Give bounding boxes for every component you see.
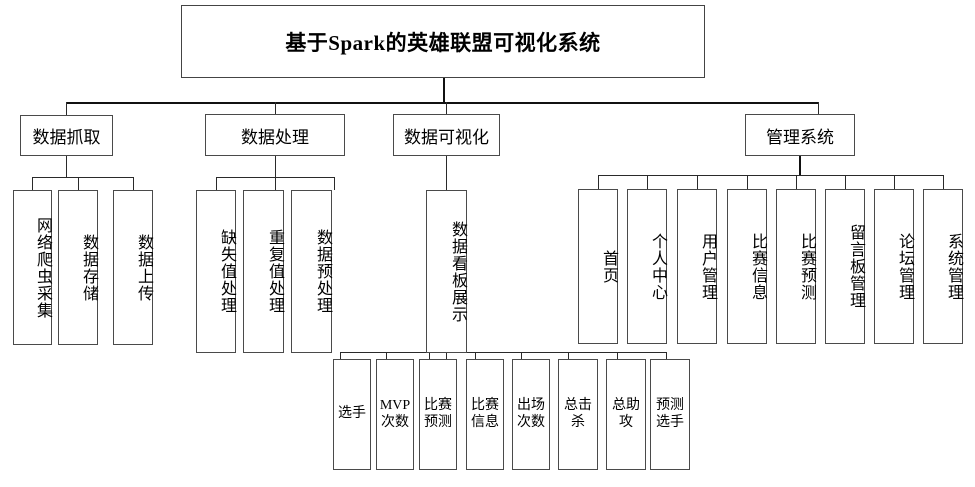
connector-capture-to-child-2 [133, 177, 134, 190]
level2-label-data-visualize: 数据可视化 [404, 127, 489, 147]
leaf-label-data-storage: 数据存储 [80, 233, 97, 302]
connector-bus-to-manage [818, 102, 819, 115]
leaf-node-predicted-player[interactable]: 预测选手 [650, 359, 690, 470]
connector-dashboard-bus [340, 352, 666, 353]
leaf-label-match-prediction-stat: 比赛预测 [424, 398, 452, 430]
connector-capture-to-child-0 [32, 177, 33, 190]
connector-process-stem [275, 156, 276, 178]
leaf-node-forum-management[interactable]: 论坛管理 [874, 189, 914, 344]
level2-label-data-capture: 数据抓取 [32, 128, 101, 147]
connector-process-to-child-0 [216, 177, 217, 190]
leaf-label-message-board-management: 留言板管理 [847, 224, 864, 309]
level2-label-data-process: 数据处理 [241, 127, 309, 147]
leaf-label-appearance-count: 出场次数 [517, 398, 545, 430]
connector-bus-to-visualize [446, 102, 447, 115]
connector-dashboard-to-child-1 [386, 352, 387, 359]
leaf-label-forum-management: 论坛管理 [896, 232, 913, 301]
leaf-node-appearance-count[interactable]: 出场次数 [512, 359, 550, 470]
level2-node-data-visualize[interactable]: 数据可视化 [393, 114, 500, 156]
leaf-node-data-dashboard-display[interactable]: 数据看板展示 [426, 190, 467, 353]
connector-manage-to-child-3 [747, 175, 748, 189]
connector-dashboard-to-child-6 [617, 352, 618, 359]
leaf-node-match-prediction[interactable]: 比赛预测 [776, 189, 816, 344]
connector-manage-to-child-7 [943, 175, 944, 189]
connector-visualize-stem [446, 156, 447, 190]
connector-dashboard-to-child-2 [429, 352, 430, 359]
leaf-node-mvp-count[interactable]: MVP次数 [376, 359, 414, 470]
leaf-label-predicted-player: 预测选手 [656, 398, 684, 430]
leaf-label-data-preprocessing: 数据预处理 [314, 229, 331, 314]
leaf-label-data-upload: 数据上传 [135, 233, 152, 302]
connector-dashboard-to-child-4 [521, 352, 522, 359]
leaf-node-match-information[interactable]: 比赛信息 [727, 189, 767, 344]
leaf-label-data-dashboard-display: 数据看板展示 [449, 220, 466, 323]
connector-manage-to-child-5 [845, 175, 846, 189]
leaf-label-match-info-stat: 比赛信息 [471, 398, 499, 430]
connector-bus-to-process [275, 102, 276, 115]
leaf-node-data-storage[interactable]: 数据存储 [58, 190, 98, 345]
leaf-label-player: 选手 [338, 406, 366, 422]
leaf-label-total-kills: 总击杀 [564, 398, 592, 430]
leaf-node-data-preprocessing[interactable]: 数据预处理 [291, 190, 332, 353]
leaf-node-message-board-management[interactable]: 留言板管理 [825, 189, 865, 344]
leaf-node-match-prediction-stat[interactable]: 比赛预测 [419, 359, 457, 470]
connector-manage-to-child-0 [598, 175, 599, 189]
connector-capture-stem [66, 156, 67, 178]
leaf-node-personal-center[interactable]: 个人中心 [627, 189, 667, 344]
connector-level2-bus [66, 102, 818, 104]
leaf-node-system-management[interactable]: 系统管理 [923, 189, 963, 344]
connector-manage-bus [598, 175, 943, 176]
leaf-node-total-kills[interactable]: 总击杀 [558, 359, 598, 470]
leaf-node-total-assists[interactable]: 总助攻 [606, 359, 646, 470]
leaf-label-home-page: 首页 [600, 249, 617, 284]
leaf-label-user-management: 用户管理 [699, 232, 716, 301]
leaf-label-mvp-count: MVP次数 [379, 398, 411, 430]
connector-dashboard-to-child-7 [666, 352, 667, 359]
connector-manage-to-child-6 [894, 175, 895, 189]
connector-root-stem [443, 78, 445, 103]
leaf-label-missing-value-handling: 缺失值处理 [218, 229, 235, 314]
leaf-node-player[interactable]: 选手 [333, 359, 371, 470]
leaf-label-match-prediction: 比赛预测 [798, 232, 815, 301]
leaf-node-data-upload[interactable]: 数据上传 [113, 190, 153, 345]
leaf-node-user-management[interactable]: 用户管理 [677, 189, 717, 344]
connector-dashboard-to-child-0 [340, 352, 341, 359]
connector-bus-to-capture [66, 102, 67, 115]
leaf-node-web-crawler-collection[interactable]: 网络爬虫采集 [13, 190, 52, 345]
leaf-label-system-management: 系统管理 [945, 232, 962, 301]
level2-label-management-system: 管理系统 [766, 127, 834, 147]
root-node-system-title: 基于Spark的英雄联盟可视化系统 [181, 5, 705, 78]
connector-manage-to-child-2 [697, 175, 698, 189]
connector-process-to-child-2 [334, 177, 335, 190]
leaf-node-match-info-stat[interactable]: 比赛信息 [466, 359, 504, 470]
connector-dashboard-to-child-3 [475, 352, 476, 359]
level2-node-data-process[interactable]: 数据处理 [205, 114, 345, 156]
connector-capture-bus [32, 177, 133, 178]
connector-manage-stem [799, 156, 801, 176]
leaf-node-home-page[interactable]: 首页 [578, 189, 618, 344]
leaf-label-web-crawler-collection: 网络爬虫采集 [34, 216, 51, 319]
connector-process-to-child-1 [275, 177, 276, 190]
level2-node-management-system[interactable]: 管理系统 [745, 114, 855, 156]
leaf-node-duplicate-value-handling[interactable]: 重复值处理 [243, 190, 284, 353]
leaf-label-personal-center: 个人中心 [649, 232, 666, 301]
connector-capture-to-child-1 [78, 177, 79, 190]
connector-dashboard-to-child-5 [568, 352, 569, 359]
root-node-label: 基于Spark的英雄联盟可视化系统 [285, 30, 601, 55]
connector-manage-to-child-4 [796, 175, 797, 189]
level2-node-data-capture[interactable]: 数据抓取 [20, 115, 113, 156]
connector-manage-to-child-1 [647, 175, 648, 189]
leaf-label-duplicate-value-handling: 重复值处理 [266, 229, 283, 314]
leaf-node-missing-value-handling[interactable]: 缺失值处理 [196, 190, 236, 353]
leaf-label-total-assists: 总助攻 [612, 398, 640, 430]
leaf-label-match-information: 比赛信息 [749, 232, 766, 301]
